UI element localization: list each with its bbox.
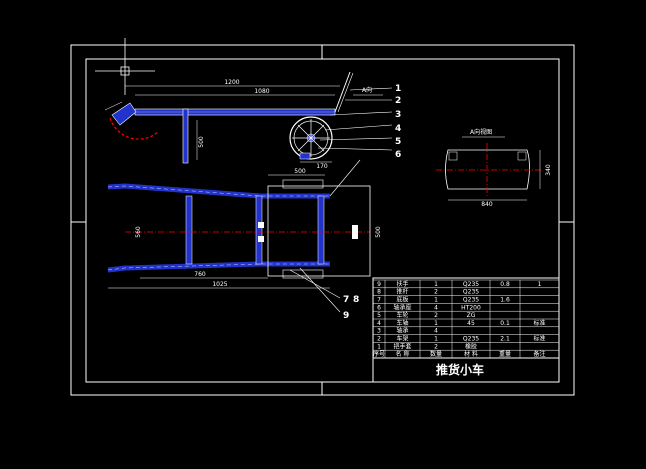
bom-cell: 7 (377, 296, 381, 303)
bom-cell: 0.1 (500, 320, 510, 327)
bom-cell: 车轴 (396, 319, 408, 327)
crosshair-cursor (95, 38, 155, 95)
part-number-4: 4 (395, 124, 401, 134)
dim-top-1025: 1025 (212, 281, 227, 288)
dim-1080: 1080 (254, 88, 269, 95)
bom-cell: 9 (377, 281, 381, 288)
dim-1200: 1200 (224, 79, 239, 86)
bom-cell: 2.1 (500, 335, 510, 342)
section-a-view: A向视图 840 340 (436, 128, 552, 208)
bom-cell: 45 (467, 320, 475, 327)
bom-cell: 车轮 (396, 311, 408, 319)
bom-cell: 1 (434, 335, 438, 342)
bom-cell: 8 (377, 289, 381, 296)
bom-cell: 1 (434, 296, 438, 303)
bom-cell: 标准 (533, 334, 545, 342)
dim-top-560: 560 (135, 226, 142, 238)
bom-cell: HT200 (461, 304, 481, 311)
part-number-9: 9 (343, 311, 349, 321)
part-number-5: 5 (395, 137, 401, 147)
bom-cell: 0.8 (500, 281, 510, 288)
top-view: 500 560 500 1025 760 (107, 159, 382, 313)
bom-cell: 3 (377, 328, 381, 335)
bom-cell: 4 (377, 320, 381, 327)
dim-top-760: 760 (194, 271, 206, 278)
bom-cell: 5 (377, 312, 381, 319)
dim-500: 500 (198, 136, 205, 148)
bom-cell: 6 (377, 304, 381, 311)
bom-cell: 2 (434, 343, 438, 350)
bom-cell: 4 (434, 328, 438, 335)
bom-cell: 轴承 (396, 327, 408, 335)
bom-header-cell: 序号 (373, 350, 385, 358)
bom-cell: 1 (538, 281, 542, 288)
dim-top-500b: 500 (375, 226, 382, 238)
bom-cell: Q235 (463, 296, 479, 303)
bom-cell: 1 (377, 343, 381, 350)
bom-cell: Q235 (463, 335, 479, 342)
bom-cell: 1 (434, 320, 438, 327)
bom-header-cell: 数量 (430, 350, 442, 358)
bom-cell: 1 (434, 281, 438, 288)
bom-cell: 4 (434, 304, 438, 311)
part-number-3: 3 (395, 110, 401, 120)
part-number-6: 6 (395, 150, 401, 160)
dim-a-direction: A向 (362, 86, 372, 94)
bom-cell: Q235 (463, 289, 479, 296)
bom-cell: ZG (467, 312, 476, 319)
bom-cell: Q235 (463, 281, 479, 288)
wheel-outer (289, 116, 333, 160)
bom-cell: 1.6 (500, 296, 510, 303)
bom-header-cell: 重量 (499, 350, 511, 358)
bom-cell: 2 (377, 335, 381, 342)
bom-cell: 轴承座 (393, 303, 411, 311)
bom-cell: 标准 (533, 319, 545, 327)
bom-cell: 扶手 (396, 280, 408, 288)
section-label: A向视图 (470, 128, 492, 136)
bom-header-cell: 备注 (533, 350, 545, 358)
part-number-8: 8 (353, 295, 359, 305)
dim-section-840: 840 (481, 201, 493, 208)
part-number-2: 2 (395, 96, 401, 106)
part-number-7: 7 (343, 295, 349, 305)
dim-section-340: 340 (545, 164, 552, 176)
bom-cell: 底板 (396, 295, 408, 303)
dim-top-500: 500 (294, 168, 306, 175)
bom-cell: 2 (434, 312, 438, 319)
drawing-title: 推货小车 (436, 362, 484, 377)
bom-cell: 推杆 (396, 288, 408, 296)
bom-cell: 把手套 (393, 342, 411, 350)
dim-170: 170 (316, 163, 328, 170)
bom-header-cell: 名 称 (396, 350, 410, 358)
part-number-1: 1 (395, 84, 401, 94)
side-view: 1200 1080 500 A向 170 (104, 71, 393, 170)
bom-cell: 橡胶 (465, 342, 477, 350)
bom-cell: 2 (434, 289, 438, 296)
bom-header-cell: 材 料 (464, 350, 478, 358)
bom-cell: 车架 (396, 334, 408, 342)
